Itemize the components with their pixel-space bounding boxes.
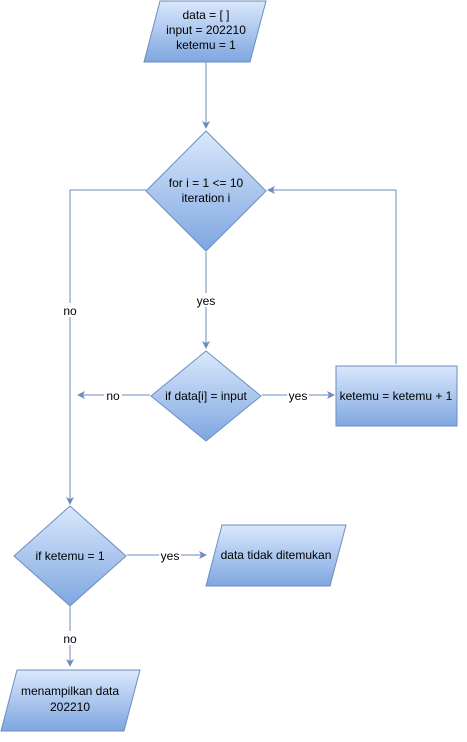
- edge-label-check-no: no: [104, 388, 122, 403]
- node-check-line-1: if data[i] = input: [165, 389, 247, 403]
- node-show-line-1: menampilkan data: [21, 684, 119, 698]
- node-not-found-line-1: data tidak ditemukan: [221, 548, 332, 562]
- svg-text:yes: yes: [289, 389, 308, 403]
- node-show-line-2: 202210: [50, 700, 90, 714]
- svg-text:yes: yes: [197, 294, 216, 308]
- node-init-line-1: data = [ ]: [182, 8, 229, 22]
- node-loop: for i = 1 <= 10 iteration i: [145, 130, 267, 252]
- edge-label-found-yes: yes: [159, 548, 181, 563]
- node-init-line-2: input = 202210: [166, 23, 246, 37]
- node-found-check: if ketemu = 1: [13, 505, 127, 607]
- node-init-line-3: ketemu = 1: [176, 38, 236, 52]
- edge-loop-no: [66, 189, 146, 505]
- edge-label-loop-no: no: [61, 303, 79, 318]
- edge-increment-to-loop: [267, 186, 397, 364]
- node-increment: ketemu = ketemu + 1: [335, 365, 458, 427]
- node-check: if data[i] = input: [150, 350, 262, 442]
- edge-label-loop-yes: yes: [195, 293, 217, 308]
- svg-text:no: no: [63, 304, 77, 318]
- edge-label-check-yes: yes: [287, 388, 309, 403]
- node-show: menampilkan data 202210: [0, 669, 141, 732]
- svg-text:no: no: [63, 632, 77, 646]
- edge-label-found-no: no: [61, 631, 79, 646]
- node-not-found: data tidak ditemukan: [205, 524, 347, 587]
- svg-text:no: no: [106, 389, 120, 403]
- svg-text:yes: yes: [161, 549, 180, 563]
- node-found-check-line-1: if ketemu = 1: [35, 549, 104, 563]
- node-loop-line-2: iteration i: [182, 191, 231, 205]
- node-init: data = [ ] input = 202210 ketemu = 1: [143, 0, 267, 63]
- node-increment-line-1: ketemu = ketemu + 1: [340, 389, 453, 403]
- node-loop-line-1: for i = 1 <= 10: [169, 176, 244, 190]
